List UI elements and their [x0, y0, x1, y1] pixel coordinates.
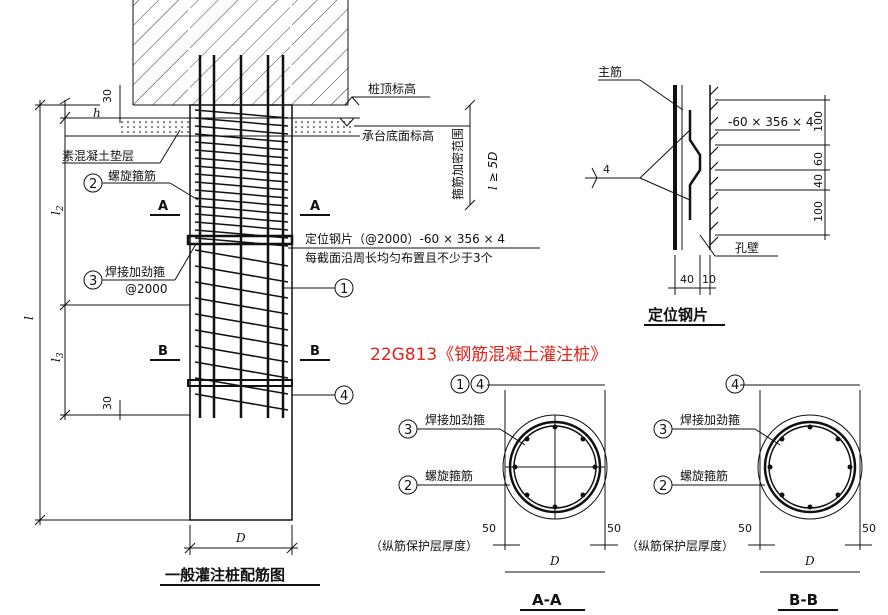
svg-text:1: 1 [456, 378, 464, 393]
svg-text:10: 10 [702, 273, 716, 286]
hole-wall-label: 孔壁 [735, 240, 759, 255]
section-bb: 4 3 焊接加劲箍 2 螺旋箍筋 （纵筋保护层厚度） 50 50 D B-B [626, 374, 876, 611]
svg-text:焊接加劲箍: 焊接加劲箍 [680, 412, 740, 427]
svg-text:4: 4 [731, 378, 739, 393]
svg-text:60: 60 [812, 152, 825, 166]
plate-size-label: -60 × 356 × 4 [728, 115, 814, 129]
section-aa-title: A-A [532, 591, 562, 609]
weld-ring-2 [187, 379, 293, 387]
hole-wall-hatch [709, 86, 719, 246]
dense-zone-length: l ≥ 5D [486, 152, 500, 190]
svg-text:2: 2 [659, 479, 667, 494]
main-elevation: 桩顶标高 承台底面标高 30 h l2 l3 30 l [22, 0, 540, 586]
svg-text:螺旋箍筋: 螺旋箍筋 [425, 468, 473, 483]
svg-text:B: B [158, 344, 168, 359]
svg-text:50: 50 [607, 522, 621, 535]
main-bar-label: 主筋 [598, 64, 622, 79]
weld-ring-label: 焊接加劲箍 [105, 264, 165, 279]
svg-text:4: 4 [476, 378, 484, 393]
dim-l2: l2 [49, 205, 66, 215]
svg-text:D: D [549, 554, 560, 568]
svg-text:100: 100 [812, 111, 825, 132]
dense-zone-dim: 箍筋加密范围 l ≥ 5D [450, 99, 500, 211]
plate-detail: 主筋 4 -60 × 356 × 4 孔壁 100 60 40 1 [585, 64, 830, 326]
svg-text:A: A [310, 199, 320, 214]
pile-top-label: 桩顶标高 [368, 81, 416, 96]
dim-l: l [22, 316, 36, 320]
plate-note-line2: 每截面沿周长均匀布置且不少于3个 [305, 250, 493, 265]
svg-text:（纵筋保护层厚度）: （纵筋保护层厚度） [370, 538, 478, 553]
dim-D-main: D [184, 525, 298, 555]
svg-text:D: D [235, 531, 246, 545]
lean-concrete-label: 素混凝土垫层 [62, 148, 134, 163]
left-dimensions: 30 h l2 l3 30 l [22, 85, 190, 526]
section-mark-b: B B [150, 344, 330, 361]
svg-text:2: 2 [404, 479, 412, 494]
dim-l3: l3 [49, 352, 66, 362]
section-aa-bars [512, 424, 598, 510]
standard-reference: 22G813《钢筋混凝土灌注桩》 [370, 345, 607, 365]
section-aa: 1 4 3 焊接加劲箍 2 螺旋箍筋 （纵筋保护层厚度） 50 50 D A-A [370, 374, 621, 611]
svg-text:A: A [158, 199, 168, 214]
svg-text:50: 50 [862, 522, 876, 535]
svg-text:50: 50 [482, 522, 496, 535]
cap-bottom-elevation: 承台底面标高 [339, 117, 470, 143]
svg-text:B: B [310, 344, 320, 359]
weld-ring-1 [186, 234, 294, 246]
lean-concrete-layer [65, 117, 360, 137]
svg-text:50: 50 [738, 522, 752, 535]
section-mark-a: A A [150, 199, 330, 216]
dense-zone-label: 箍筋加密范围 [450, 128, 465, 200]
weld-size: 4 [603, 163, 610, 176]
svg-text:3: 3 [659, 423, 667, 438]
dim-h: h [93, 106, 101, 120]
svg-text:（纵筋保护层厚度）: （纵筋保护层厚度） [626, 538, 734, 553]
svg-text:4: 4 [340, 389, 348, 404]
svg-text:1: 1 [340, 282, 348, 297]
svg-text:螺旋箍筋: 螺旋箍筋 [680, 468, 728, 483]
svg-text:100: 100 [812, 201, 825, 222]
pile-top-elevation: 桩顶标高 [344, 81, 430, 106]
section-bb-title: B-B [789, 591, 818, 609]
section-bb-bars [767, 424, 853, 510]
weld-ring-spacing: @2000 [125, 282, 168, 296]
dim-30-bot: 30 [101, 396, 114, 410]
svg-text:D: D [804, 554, 815, 568]
main-title: 一般灌注桩配筋图 [165, 566, 285, 584]
svg-text:焊接加劲箍: 焊接加劲箍 [425, 412, 485, 427]
cap-bottom-label: 承台底面标高 [362, 128, 434, 143]
pile-cap-hatch [132, 0, 349, 106]
svg-text:3: 3 [89, 274, 97, 289]
dim-30-top: 30 [101, 89, 114, 103]
svg-text:2: 2 [89, 177, 97, 192]
spiral-stirrup-label: 螺旋箍筋 [108, 168, 156, 183]
svg-text:40: 40 [812, 174, 825, 188]
svg-text:3: 3 [404, 423, 412, 438]
plate-detail-title: 定位钢片 [648, 306, 708, 324]
plate-note-line1: 定位钢片（@2000）-60 × 356 × 4 [305, 231, 505, 246]
svg-text:40: 40 [680, 273, 694, 286]
